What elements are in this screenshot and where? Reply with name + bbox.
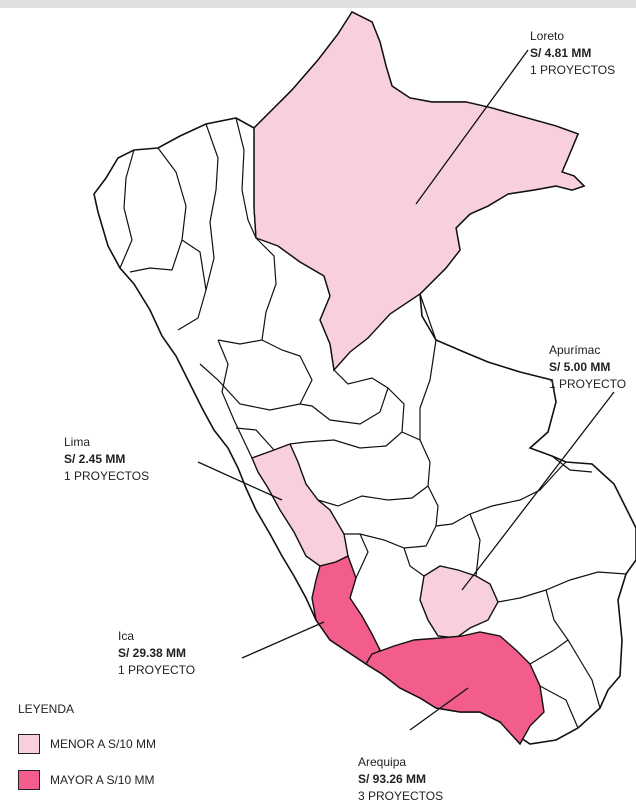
legend-swatch-high <box>18 770 40 790</box>
leader-ica <box>241 621 325 659</box>
region-projects: 1 PROYECTO <box>118 663 196 677</box>
legend-label: MENOR A S/10 MM <box>50 737 157 751</box>
legend-label: MAYOR A S/10 MM <box>50 773 155 787</box>
callout-ica: Ica S/ 29.38 MM 1 PROYECTO <box>118 628 195 679</box>
region-amount: S/ 5.00 MM <box>549 360 611 374</box>
leader-lima <box>197 461 283 501</box>
callout-arequipa: Arequipa S/ 93.26 MM 3 PROYECTOS <box>358 754 443 805</box>
callout-loreto: Loreto S/ 4.81 MM 1 PROYECTOS <box>530 28 615 79</box>
legend-title: LEYENDA <box>18 702 75 716</box>
region-amount: S/ 4.81 MM <box>530 46 592 60</box>
region-projects: 1 PROYECTO <box>549 377 627 391</box>
callout-apurimac: Apurímac S/ 5.00 MM 1 PROYECTO <box>549 342 626 393</box>
region-amount: S/ 2.45 MM <box>64 452 126 466</box>
region-name: Ica <box>118 629 135 643</box>
region-projects: 1 PROYECTOS <box>530 63 616 77</box>
leader-lines <box>197 49 615 731</box>
region-ica <box>311 555 381 665</box>
legend-item-high: MAYOR A S/10 MM <box>18 769 154 791</box>
department-borders <box>119 117 627 729</box>
region-name: Arequipa <box>358 755 407 769</box>
region-loreto <box>253 11 586 372</box>
region-name: Apurímac <box>549 343 601 357</box>
region-projects: 1 PROYECTOS <box>64 469 150 483</box>
region-amount: S/ 29.38 MM <box>118 646 187 660</box>
leader-arequipa <box>409 687 469 731</box>
region-amount: S/ 93.26 MM <box>358 772 427 786</box>
callout-lima: Lima S/ 2.45 MM 1 PROYECTOS <box>64 434 149 485</box>
region-name: Loreto <box>530 29 565 43</box>
region-name: Lima <box>64 435 91 449</box>
legend-item-low: MENOR A S/10 MM <box>18 733 156 755</box>
leader-loreto <box>415 49 529 205</box>
top-bar <box>0 0 636 8</box>
region-apurimac <box>419 565 499 639</box>
region-arequipa <box>365 631 545 746</box>
leader-apurimac <box>461 391 615 591</box>
region-projects: 3 PROYECTOS <box>358 789 444 803</box>
legend-swatch-low <box>18 734 40 754</box>
